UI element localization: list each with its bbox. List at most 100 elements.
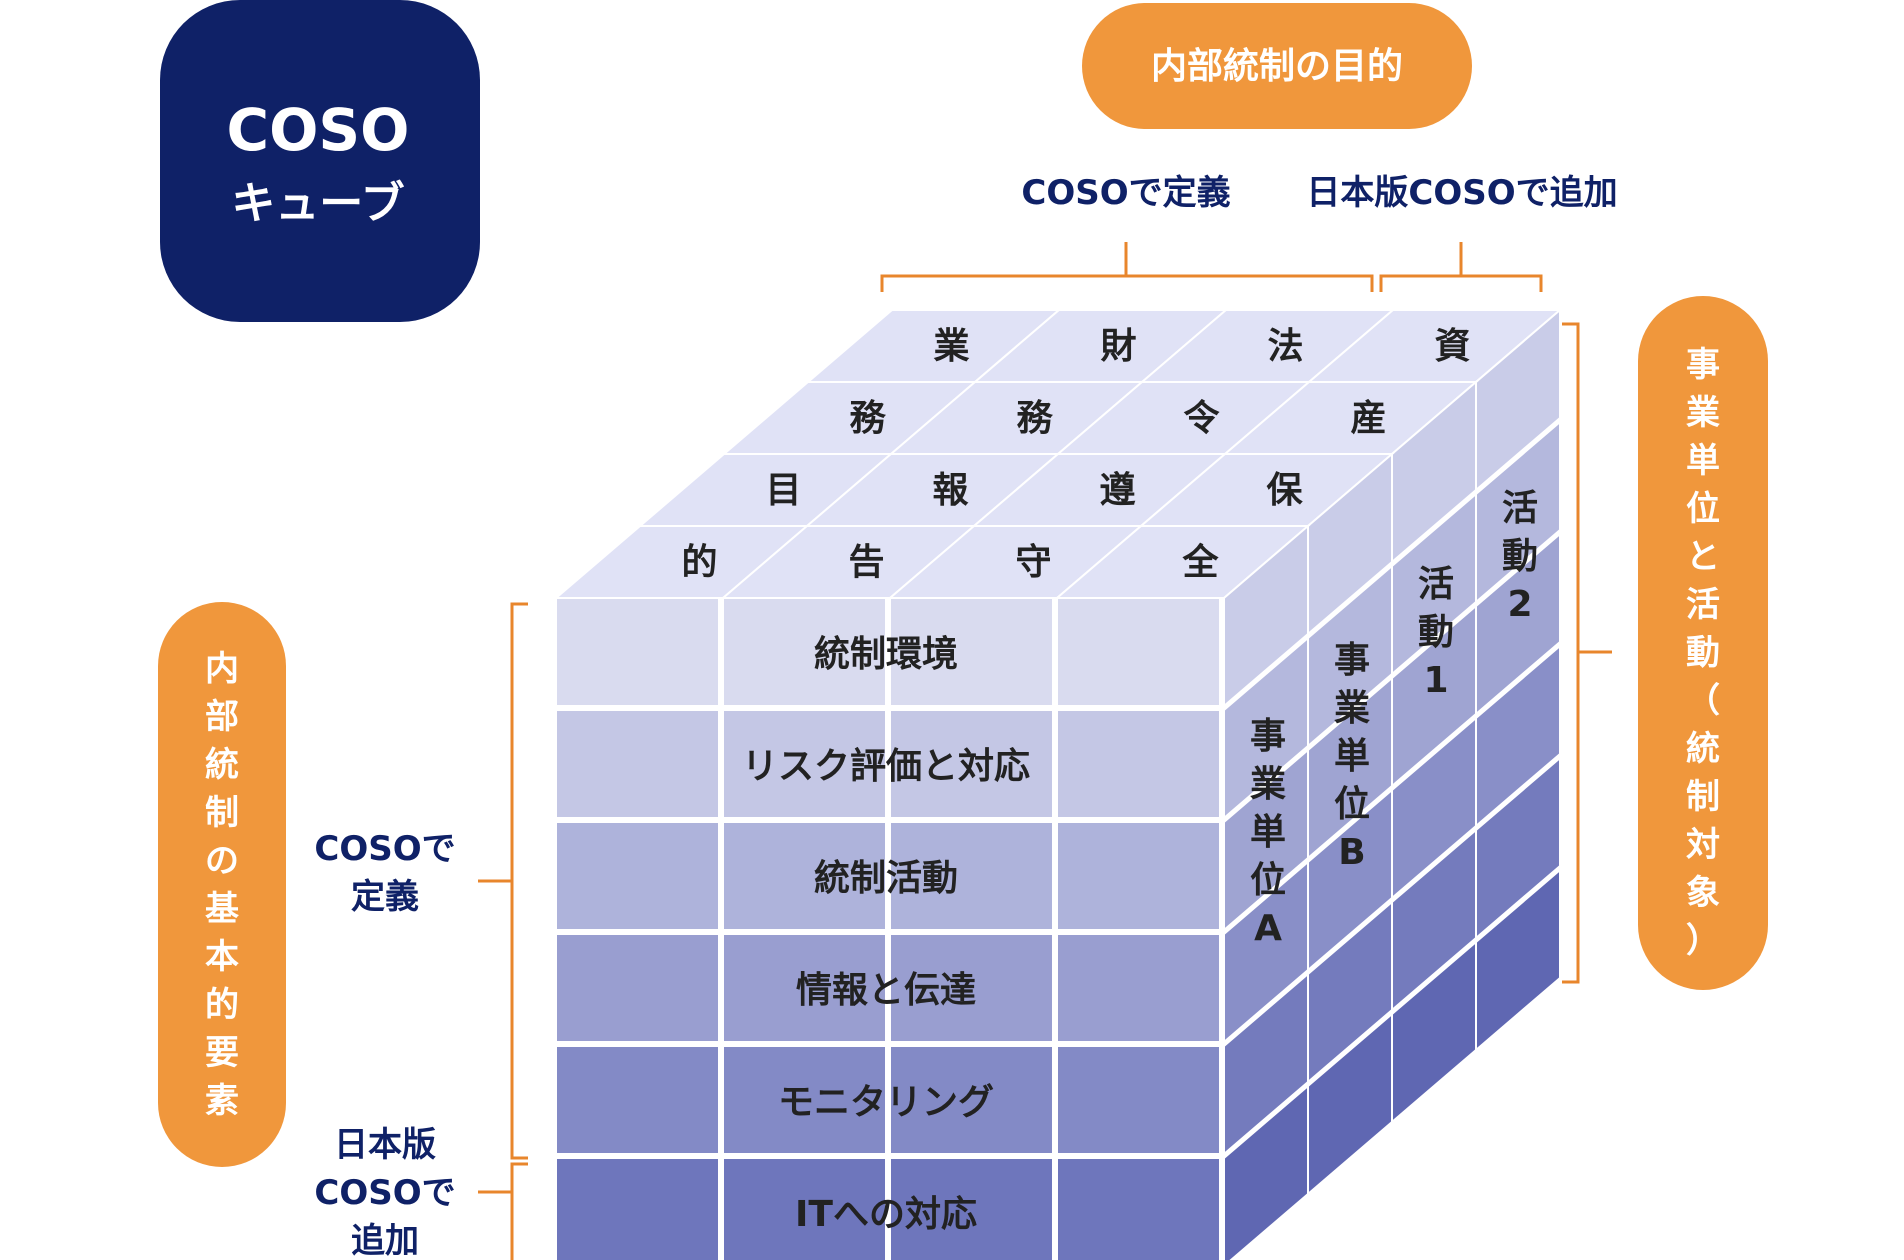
cube-cell-front-face (555, 709, 720, 819)
component-label: リスク評価と対応 (742, 746, 1030, 787)
svg-text:単: 単 (1686, 441, 1720, 481)
svg-text:事: 事 (1334, 640, 1370, 681)
cube-cell (555, 933, 720, 1043)
svg-text:的: 的 (681, 542, 717, 583)
cube-cell-side-face (1223, 1083, 1309, 1260)
svg-text:象: 象 (1686, 873, 1720, 913)
svg-text:追加: 追加 (351, 1221, 419, 1260)
svg-text:単: 単 (1250, 812, 1286, 853)
cube-cell-front-face (555, 933, 720, 1043)
svg-text:務: 務 (849, 398, 886, 439)
svg-text:基: 基 (205, 889, 239, 929)
svg-text:位: 位 (1250, 860, 1286, 901)
cube-layer (637, 451, 1395, 1197)
svg-text:位: 位 (1334, 784, 1370, 825)
coso-cube-badge: COSO キューブ (160, 0, 480, 322)
component-label: モニタリング (778, 1082, 994, 1123)
units-bracket (1562, 322, 1612, 984)
svg-text:要: 要 (205, 1033, 239, 1073)
svg-text:目: 目 (765, 470, 801, 511)
cube-cell-front-face (889, 1157, 1054, 1260)
component-label: ITへの対応 (795, 1194, 977, 1235)
svg-text:告: 告 (848, 542, 884, 583)
svg-text:産: 産 (1350, 398, 1386, 439)
cube-cell (555, 821, 720, 931)
cube-cell (1054, 523, 1311, 709)
svg-text:動: 動 (1418, 612, 1454, 653)
cube-cell (1056, 859, 1309, 1045)
cube-layer (805, 307, 1563, 1053)
svg-text:的: 的 (205, 985, 239, 1025)
cube-cell-front-face (889, 821, 1054, 931)
cube-cell (887, 525, 1144, 707)
cube-cell-front-face (1056, 597, 1221, 707)
components-group-coso: COSOで 定義 (314, 829, 455, 917)
svg-text:対: 対 (1686, 825, 1720, 865)
svg-text:定義: 定義 (351, 877, 419, 917)
cube-cell-front-face (555, 1157, 720, 1260)
svg-text:日本版: 日本版 (334, 1125, 436, 1165)
cube-cell (555, 1157, 720, 1260)
svg-text:活: 活 (1502, 488, 1538, 529)
svg-text:活: 活 (1686, 585, 1720, 625)
cube-cell-side-face (1223, 747, 1309, 933)
badge-subtitle: キューブ (231, 178, 404, 229)
svg-text:報: 報 (932, 470, 968, 511)
svg-text:業: 業 (1686, 393, 1720, 433)
component-label: 統制環境 (814, 634, 958, 675)
svg-text:素: 素 (205, 1081, 239, 1121)
cube-cell-front-face (889, 1045, 1054, 1155)
svg-text:法: 法 (1267, 326, 1303, 367)
svg-text:保: 保 (1266, 470, 1303, 511)
components-brackets (478, 602, 528, 1260)
cube-cell-front-face (1056, 821, 1221, 931)
svg-text:事: 事 (1250, 716, 1286, 757)
svg-text:遵: 遵 (1099, 470, 1135, 511)
cube-cell (1056, 635, 1309, 821)
svg-text:令: 令 (1183, 398, 1220, 439)
component-label: 情報と伝達 (796, 970, 976, 1011)
cube-cell-side-face (1223, 859, 1309, 1045)
coso-cube: 統制環境リスク評価と対応統制活動情報と伝達モニタリングITへの対応業務目的財務報… (553, 307, 1563, 1260)
cube-cell-front-face (555, 597, 720, 707)
cube-cell (555, 1045, 720, 1155)
components-group-japan: 日本版 COSOで 追加 (314, 1125, 455, 1260)
objectives-brackets (880, 242, 1543, 292)
cube-cell-front-face (722, 1157, 887, 1260)
svg-text:COSOで: COSOで (314, 829, 455, 869)
cube-cell-front-face (722, 709, 887, 819)
cube-cell (722, 821, 887, 931)
cube-cell-front-face (1056, 709, 1221, 819)
cube-cell (722, 1157, 887, 1260)
cube-cell (1056, 971, 1309, 1157)
svg-text:COSOで: COSOで (314, 1173, 455, 1213)
svg-text:位: 位 (1686, 489, 1720, 529)
svg-text:制: 制 (1686, 777, 1720, 817)
objectives-header-pill: 内部統制の目的 (1082, 3, 1472, 129)
svg-text:財: 財 (1100, 326, 1136, 367)
svg-text:守: 守 (1015, 542, 1051, 583)
cube-cell (722, 709, 887, 819)
svg-text:内: 内 (205, 649, 239, 689)
svg-text:（: （ (1686, 681, 1720, 721)
svg-text:統: 統 (205, 745, 239, 785)
cube-cell (1056, 1083, 1309, 1260)
svg-text:業: 業 (1334, 688, 1370, 729)
svg-text:統: 統 (1686, 729, 1720, 769)
cube-cell (889, 933, 1054, 1043)
svg-text:務: 務 (1016, 398, 1053, 439)
svg-text:と: と (1686, 537, 1720, 577)
cube-cell (1056, 747, 1309, 933)
svg-text:2: 2 (1507, 584, 1532, 625)
